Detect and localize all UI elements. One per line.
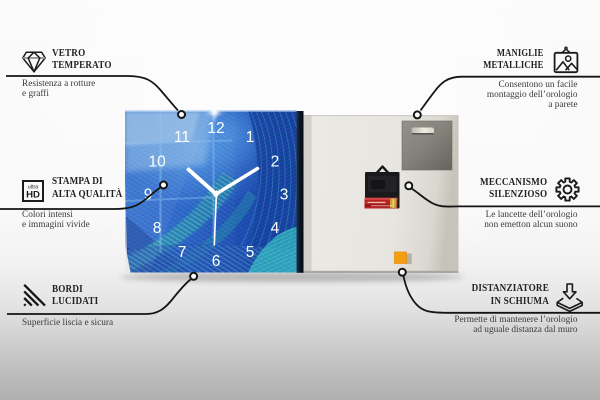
svg-text:2: 2 — [271, 153, 280, 170]
svg-text:ultra: ultra — [28, 185, 39, 191]
svg-text:12: 12 — [207, 120, 224, 137]
svg-text:11: 11 — [174, 129, 190, 146]
svg-text:8: 8 — [153, 220, 162, 237]
svg-text:9: 9 — [144, 187, 153, 204]
svg-text:10: 10 — [148, 153, 166, 170]
svg-text:1: 1 — [246, 129, 255, 146]
svg-text:3: 3 — [280, 187, 289, 204]
svg-text:7: 7 — [178, 244, 187, 261]
svg-text:6: 6 — [212, 253, 221, 270]
svg-text:4: 4 — [271, 220, 280, 237]
svg-text:5: 5 — [246, 244, 255, 261]
svg-text:HD: HD — [26, 190, 40, 201]
